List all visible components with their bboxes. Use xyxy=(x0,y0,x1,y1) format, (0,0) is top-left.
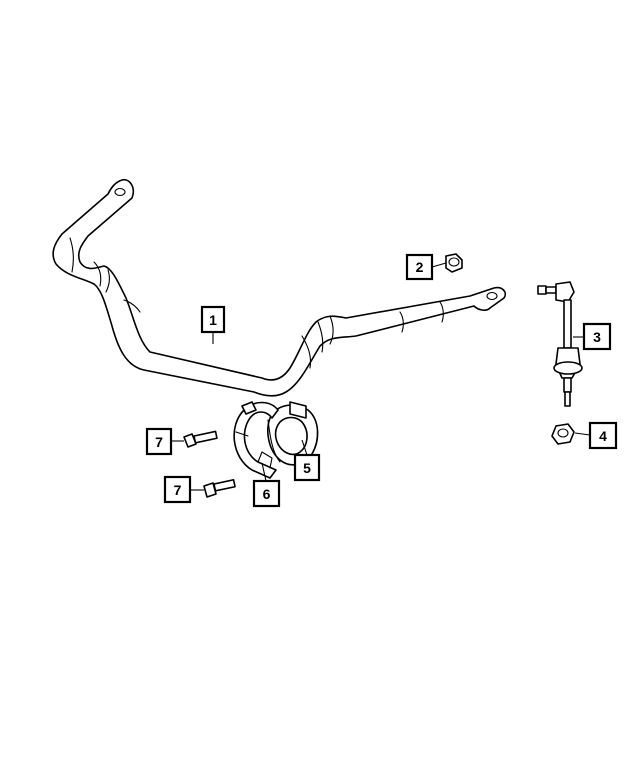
callout-5-label: 5 xyxy=(303,460,311,476)
callout-2-label: 2 xyxy=(416,259,424,275)
callout-1: 1 xyxy=(200,305,226,334)
bushing xyxy=(267,401,319,466)
stabilizer-link xyxy=(537,281,583,407)
nut-part-4 xyxy=(551,423,575,445)
callout-2: 2 xyxy=(405,253,434,281)
bolt-lower xyxy=(203,479,236,498)
nut-part-2 xyxy=(445,253,463,273)
callout-7-upper-label: 7 xyxy=(155,434,163,450)
stabilizer-bar xyxy=(52,178,507,397)
callout-1-label: 1 xyxy=(209,312,217,328)
callout-7-lower: 7 xyxy=(163,475,192,504)
bushing-retainer xyxy=(233,401,279,479)
callout-7-lower-label: 7 xyxy=(174,482,182,498)
callout-4: 4 xyxy=(588,421,618,450)
callout-6: 6 xyxy=(252,479,281,508)
callout-5: 5 xyxy=(293,453,321,482)
leader-lines xyxy=(171,262,591,491)
callout-4-label: 4 xyxy=(599,428,607,444)
callout-3: 3 xyxy=(582,322,612,351)
callout-7-upper: 7 xyxy=(145,427,173,456)
bolt-upper xyxy=(183,430,218,448)
callout-6-label: 6 xyxy=(263,486,271,502)
callout-3-label: 3 xyxy=(593,329,601,345)
